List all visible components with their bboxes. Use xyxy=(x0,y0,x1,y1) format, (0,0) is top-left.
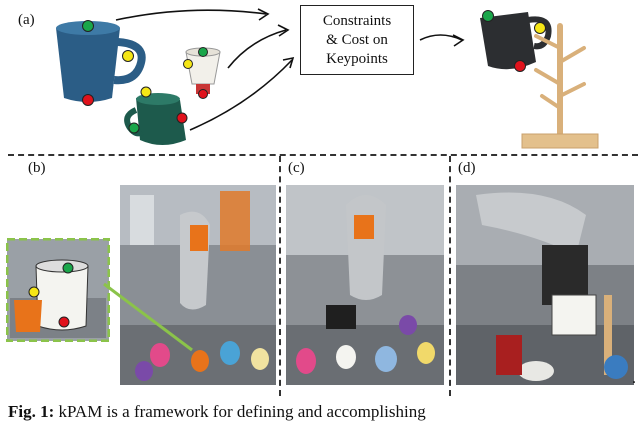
panel-label-a: (a) xyxy=(18,12,35,28)
panel-b-inset xyxy=(6,238,110,342)
keypoint-green xyxy=(82,20,94,32)
keypoint-yellow xyxy=(140,86,152,98)
keypoint-red xyxy=(514,60,526,72)
panel-label-d: (d) xyxy=(458,160,476,176)
keypoint-yellow xyxy=(122,50,134,62)
caption-text: kPAM is a framework for defining and acc… xyxy=(54,402,426,421)
keypoint-yellow xyxy=(28,286,40,298)
keypoint-red xyxy=(176,112,188,124)
keypoint-green xyxy=(198,47,208,57)
constraints-box-line3: Keypoints xyxy=(326,50,388,67)
trailing-mark: . xyxy=(632,370,636,387)
keypoints xyxy=(82,10,546,134)
panel-b-photo xyxy=(120,185,276,385)
horizontal-divider xyxy=(8,154,638,156)
inset-connector xyxy=(103,282,193,352)
constraints-box: Constraints & Cost on Keypoints xyxy=(300,5,414,75)
panel-a-illustration xyxy=(56,8,599,149)
panel-label-b: (b) xyxy=(28,160,46,176)
keypoint-red xyxy=(82,94,94,106)
constraints-box-line2: & Cost on xyxy=(326,31,388,48)
keypoint-yellow xyxy=(183,59,193,69)
panel-c-photo xyxy=(286,185,444,385)
keypoint-red xyxy=(58,316,70,328)
keypoint-yellow xyxy=(534,22,546,34)
panel-d-photo xyxy=(456,185,634,385)
keypoint-green xyxy=(482,10,494,22)
constraints-box-line1: Constraints xyxy=(322,12,392,29)
keypoint-red xyxy=(198,89,208,99)
panel-label-c: (c) xyxy=(288,160,305,176)
green-mug xyxy=(124,93,186,145)
keypoint-green xyxy=(62,262,74,274)
arrow-icons xyxy=(115,8,465,131)
blue-mug xyxy=(56,21,146,102)
mug-on-rack xyxy=(480,12,552,70)
figure-caption: Fig. 1: kPAM is a framework for defining… xyxy=(8,402,426,422)
caption-fig-label: Fig. 1: xyxy=(8,402,55,421)
wooden-rack xyxy=(521,23,599,149)
keypoint-green xyxy=(128,122,140,134)
vertical-divider-bc xyxy=(279,156,281,396)
vertical-divider-cd xyxy=(449,156,451,396)
